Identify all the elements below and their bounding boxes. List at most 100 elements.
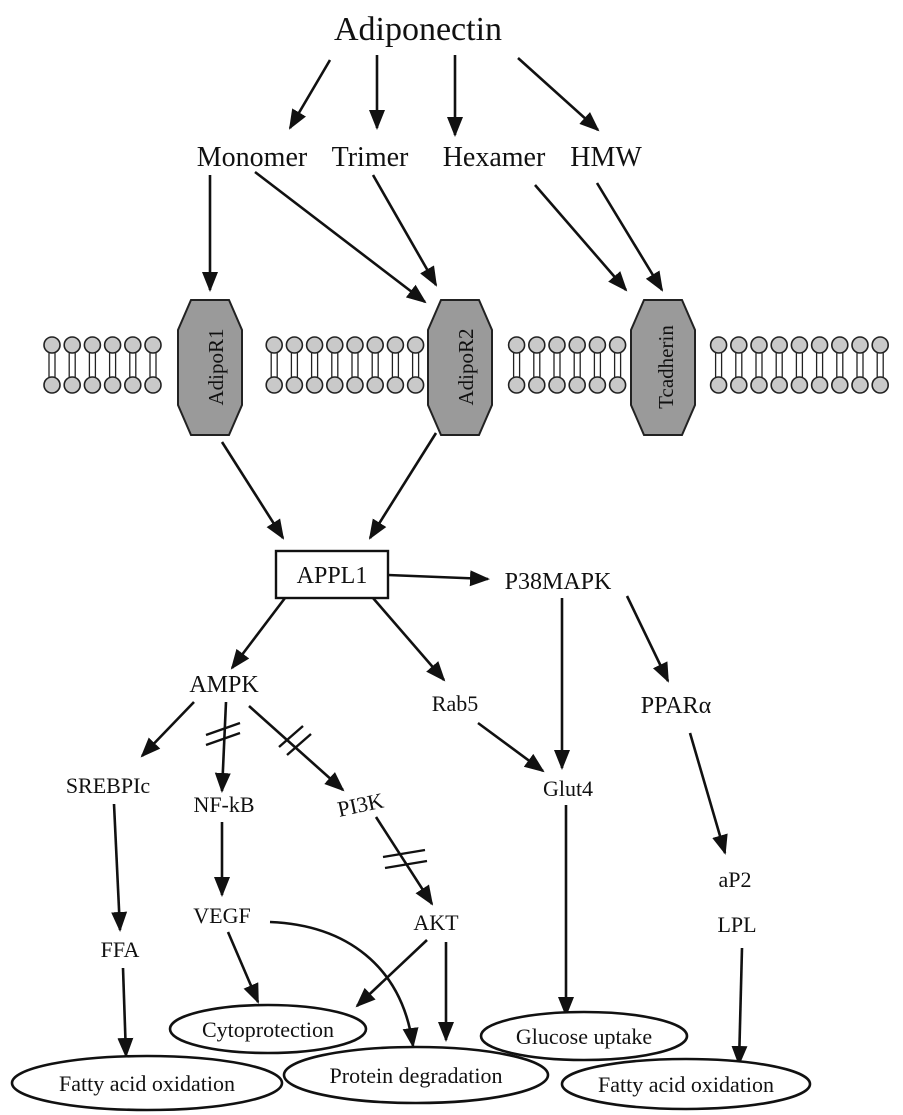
node-p38mapk: P38MAPK: [505, 569, 612, 595]
lipid-head: [608, 336, 627, 354]
lipid-head: [83, 376, 102, 394]
edge-ppar-ap2: [688, 732, 728, 855]
edge-ampk-nfkb: [214, 701, 231, 793]
edge-trimer-adipor2: [371, 174, 438, 287]
edge-appl1-rab5: [372, 597, 446, 682]
node-rab5: Rab5: [432, 691, 478, 716]
edge-lpl-fatty-acid-oxidation: [731, 947, 748, 1066]
edge-akt-cytoprotection: [355, 939, 428, 1008]
inhibition-mark-pi3k-akt: [382, 848, 428, 870]
lipid-head: [346, 376, 364, 394]
lipid-head: [124, 376, 142, 394]
lipid-head: [851, 376, 869, 394]
lipid-head: [709, 336, 728, 354]
edge-ffa-fatty-acid-oxidation: [117, 967, 134, 1058]
lipid-head: [729, 376, 748, 394]
outcome-fatty-acid-oxidation-left-label: Fatty acid oxidation: [59, 1071, 235, 1096]
edge-adipor1-appl1: [220, 441, 285, 540]
lipid-head: [285, 376, 304, 394]
lipid-head: [103, 336, 122, 354]
cell-membrane: [43, 336, 890, 394]
outcome-protein-degradation: Protein degradation: [282, 1045, 550, 1105]
node-adiponectin: Adiponectin: [334, 11, 502, 48]
lipid-head: [325, 376, 344, 394]
edge-p38mapk-ppar: [625, 595, 670, 683]
lipid-head: [709, 376, 728, 394]
outcome-cytoprotection: Cytoprotection: [168, 1003, 368, 1055]
edges: [111, 55, 748, 1066]
lipid-head: [63, 376, 81, 394]
lipid-head: [507, 336, 526, 354]
lipid-head: [830, 336, 849, 354]
lipid-head: [305, 376, 324, 394]
lipid-head: [507, 376, 526, 394]
lipid-head: [790, 376, 809, 394]
lipid-head: [548, 336, 566, 354]
lipid-head: [810, 376, 829, 394]
edge-hexamer-tcadherin: [534, 184, 628, 292]
node-srebp: SREBPIc: [66, 773, 151, 798]
lipid-head: [265, 336, 284, 354]
lipid-head: [386, 336, 405, 354]
lipid-head: [810, 336, 829, 354]
node-ffa: FFA: [101, 937, 140, 962]
node-appl1: APPL1: [297, 563, 368, 589]
edge-monomer-adipor2: [254, 170, 427, 304]
lipid-head: [729, 336, 748, 354]
outcome-glucose-uptake: Glucose uptake: [479, 1010, 689, 1062]
edge-vegf-protein-degradation: [269, 920, 419, 1048]
lipid-head: [406, 376, 425, 394]
lipid-head: [63, 336, 81, 354]
tcadherin-receptor: Tcadherin: [630, 299, 696, 436]
outcome-cytoprotection-label: Cytoprotection: [202, 1017, 334, 1042]
lipid-head: [830, 376, 849, 394]
lipid-head: [871, 336, 890, 354]
lipid-head: [750, 336, 768, 354]
lipid-head: [346, 336, 364, 354]
lipid-head: [285, 336, 304, 354]
node-appl1-box: APPL1: [274, 549, 390, 600]
adipor1-label: AdipoR1: [204, 328, 228, 405]
outcome-glucose-uptake-label: Glucose uptake: [516, 1024, 652, 1049]
edge-ampk-srebp: [140, 701, 195, 758]
node-lpl: LPL: [717, 912, 756, 937]
lipid-head: [366, 336, 385, 354]
node-monomer: Monomer: [197, 142, 308, 173]
lipid-head: [144, 336, 162, 354]
lipid-head: [366, 376, 385, 394]
lipid-head: [325, 336, 344, 354]
node-hexamer: Hexamer: [443, 142, 546, 173]
nodes: Adiponectin Monomer Trimer Hexamer HMW A…: [66, 11, 757, 962]
node-hmw: HMW: [570, 142, 642, 173]
lipid-head: [386, 376, 405, 394]
lipid-head: [770, 376, 789, 394]
adipor2-receptor: AdipoR2: [427, 299, 493, 436]
lipid-head: [568, 336, 587, 354]
outcomes: Fatty acid oxidation Fatty acid oxidatio…: [10, 1003, 812, 1112]
outcome-fatty-acid-oxidation-left: Fatty acid oxidation: [10, 1054, 284, 1112]
node-trimer: Trimer: [332, 142, 409, 173]
edge-hmw-tcadherin: [595, 182, 664, 292]
lipid-head: [750, 376, 768, 394]
lipid-head: [83, 336, 102, 354]
node-vegf: VEGF: [193, 903, 250, 928]
lipid-head: [527, 376, 546, 394]
lipid-head: [588, 376, 607, 394]
edge-srebp-ffa: [111, 803, 128, 932]
lipid-head: [305, 336, 324, 354]
node-ppar: PPARα: [641, 693, 712, 719]
node-akt: AKT: [413, 910, 459, 935]
lipid-head: [548, 376, 566, 394]
adipor2-label: AdipoR2: [454, 328, 478, 405]
edge-adiponectin-monomer: [288, 59, 332, 130]
inhibition-mark-ampk-nfkb: [205, 721, 241, 747]
lipid-head: [144, 376, 162, 394]
lipid-head: [43, 336, 61, 354]
adipor1-receptor: AdipoR1: [177, 299, 243, 436]
lipid-head: [527, 336, 546, 354]
edge-adiponectin-hmw: [517, 57, 600, 132]
outcome-fatty-acid-oxidation-right: Fatty acid oxidation: [560, 1057, 812, 1111]
lipid-head: [851, 336, 869, 354]
lipid-head: [265, 376, 284, 394]
